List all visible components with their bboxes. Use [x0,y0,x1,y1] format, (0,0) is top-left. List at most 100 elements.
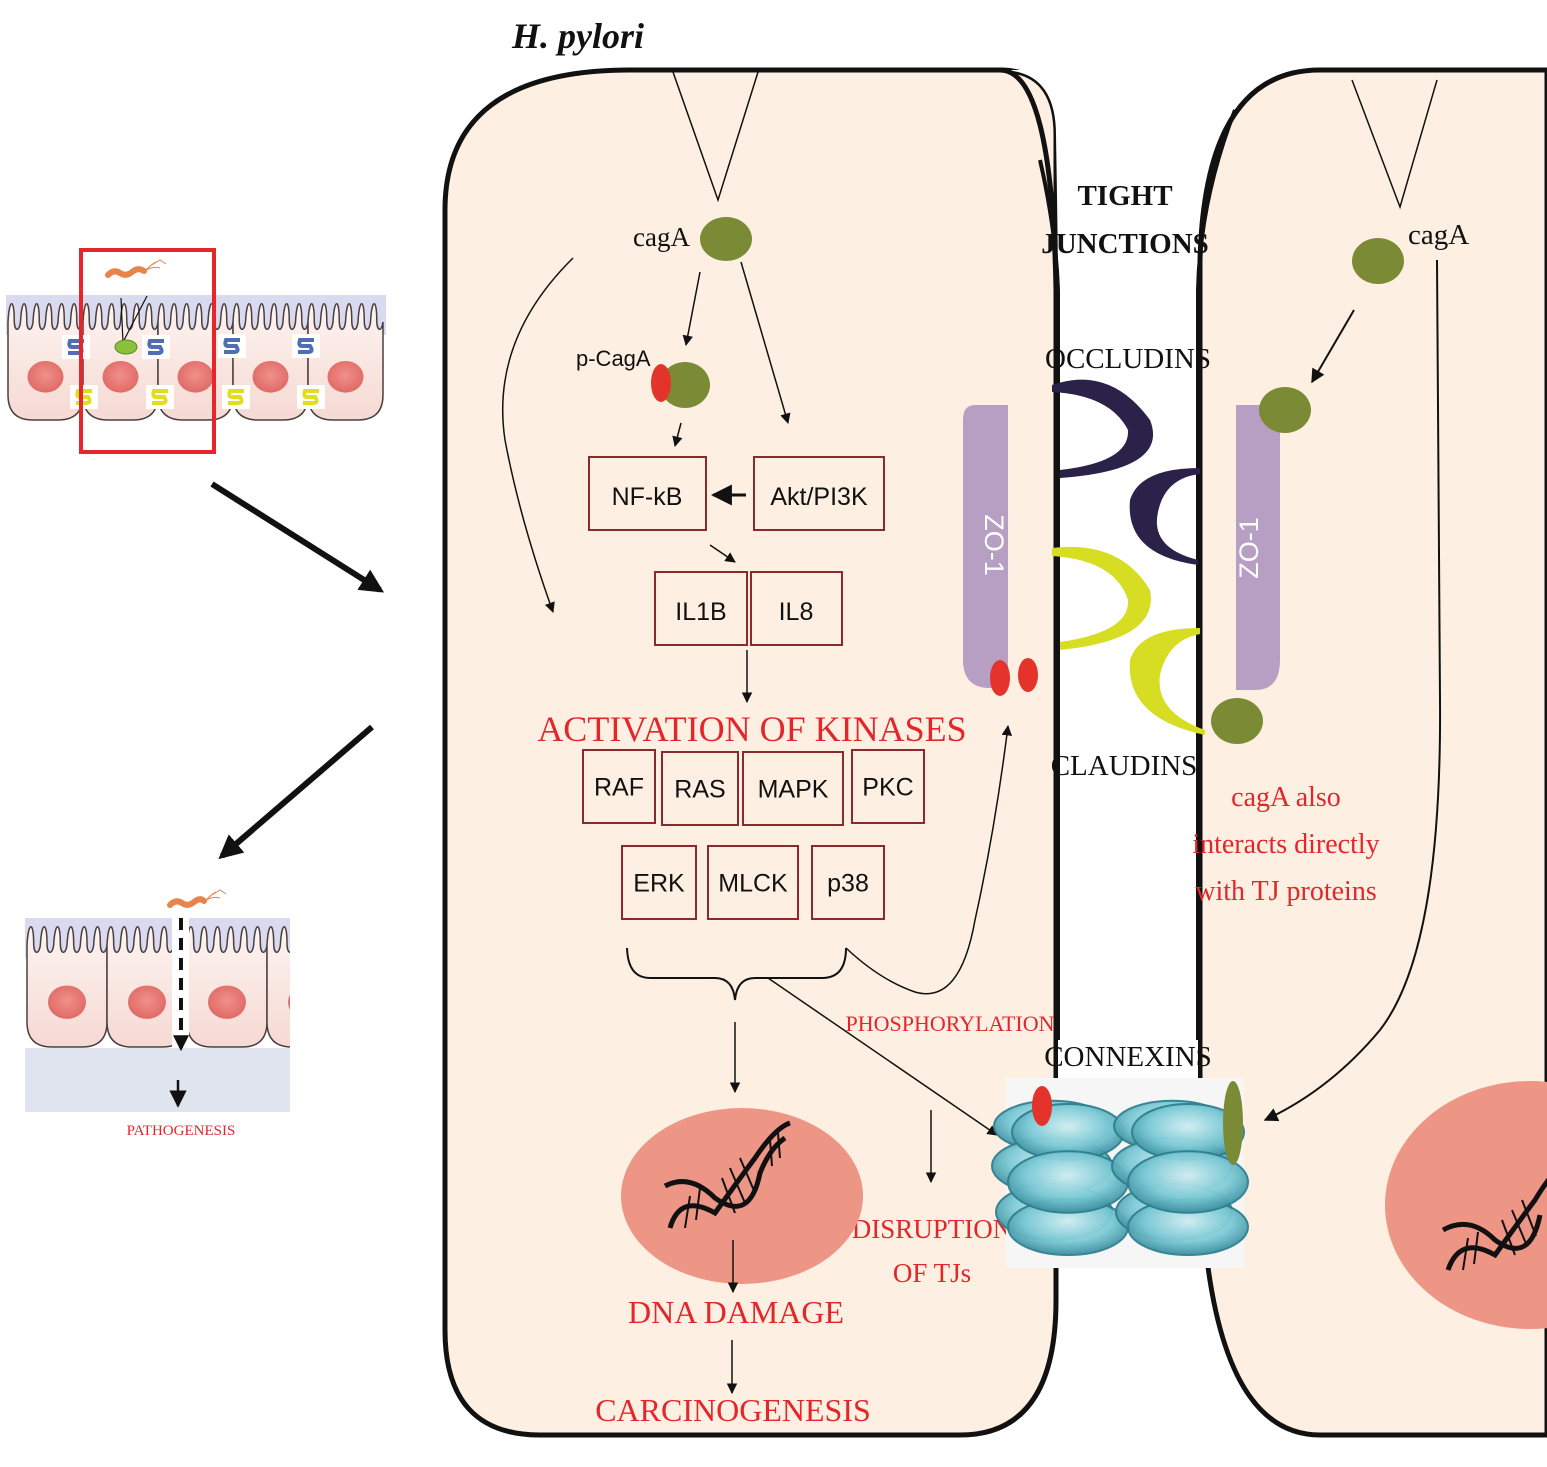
carcinogenesis-label: CARCINOGENESIS [595,1392,871,1428]
diagram-title: H. pylori [511,16,644,56]
submucosa-band [25,1048,290,1112]
right-note-line2: interacts directly [1192,829,1379,860]
disrupted-epithelium-illustration [25,918,290,1112]
arrow-to-zo1-phosphorylation [845,724,1013,995]
arrow-cagA-to-pcagA [682,271,701,347]
kinase-label: p38 [827,870,869,898]
arrow-nfkb-to-il [709,544,736,563]
dna-helix-icon [1441,1177,1547,1271]
tight-junctions-title-line1: TIGHT [1077,180,1172,212]
pcagA-label: p-CagA [576,346,651,371]
secretion-system-icon [1351,79,1438,210]
nfkb-label: NF-kB [612,483,683,511]
connexin-channel-1 [991,1099,1129,1256]
tight-junctions-title-line2: JUNCTIONS [1041,228,1209,260]
zo1-right-label: ZO-1 [1234,517,1264,579]
arrow-to-cell-detail [210,481,385,593]
phosphate-group-icon [1018,658,1038,692]
phosphate-group-icon [990,660,1010,696]
highlight-box [79,248,216,454]
epithelial-cell [232,303,309,421]
disruption-label-line2: OF TJs [893,1258,971,1288]
bacterium-icon [165,885,235,910]
cell-nucleus [252,360,289,393]
cell-nucleus [128,985,166,1019]
dna-damage-label: DNA DAMAGE [628,1294,844,1330]
epithelial-cell [266,926,290,1048]
right-note-line1: cagA also [1231,782,1341,813]
kinase-row-2: ERK MLCK p38 [621,845,885,920]
disruption-label-line1: DISRUPTION [852,1214,1013,1244]
akt-box: Akt/PI3K [753,456,885,531]
zo1-left-label: ZO-1 [979,514,1009,576]
bacterium-icon [105,258,173,284]
secretion-system-icon [672,71,759,203]
arrow-pcagA-to-nfkb [672,422,683,448]
occludins-label: OCCLUDINS [1045,343,1211,375]
il8-box: IL8 [750,571,843,646]
kinase-row-1: RAF RAS MAPK PKC [582,749,925,826]
kinases-brace [626,947,847,1001]
cell-nucleus [327,360,364,393]
occludin-marker [223,338,240,354]
kinase-label: ERK [633,870,685,898]
occludin-proteins [1052,379,1200,565]
kinase-label: MAPK [758,776,829,804]
arrow-to-connexins [767,977,998,1136]
il8-label: IL8 [779,598,814,626]
phosphate-group-icon [651,364,671,402]
connexin-channels [991,1078,1249,1268]
occludin-marker [147,339,164,355]
arrow-to-pathogenesis [218,724,374,860]
activation-of-kinases-label: ACTIVATION OF KINASES [537,709,966,749]
arrow-cagA-curved [501,257,574,613]
kinase-box-p38: p38 [811,845,885,920]
epithelial-cell [307,303,384,421]
epithelial-cell [106,926,188,1048]
injection-line [120,297,124,344]
nfkb-box: NF-kB [588,456,707,531]
pathogenesis-label: PATHOGENESIS [127,1123,236,1139]
kinase-box-raf: RAF [582,749,656,824]
arrow-cagA-to-akt [740,261,791,425]
kinase-label: RAF [594,774,644,802]
right-cagA-protein-icon [1352,238,1404,284]
arrow-cagA-to-zo1 [1311,309,1355,384]
cagA-injected-icon [114,339,138,355]
kinase-box-mapk: MAPK [742,751,844,826]
kinase-box-erk: ERK [621,845,697,920]
pcagA-protein-icon [660,362,710,408]
injection-line [122,295,148,343]
kinase-label: MLCK [718,870,788,898]
kinase-box-pkc: PKC [851,749,925,824]
cell-nucleus [288,994,290,1010]
right-note-line3: with TJ proteins [1195,876,1376,907]
zo1-right: ZO-1 [1234,405,1280,690]
claudin-marker [75,389,92,405]
akt-label: Akt/PI3K [770,483,868,511]
cell-nucleus [208,985,246,1019]
claudin-marker [227,389,244,405]
phosphorylation-label: PHOSPHORYLATION [845,1011,1054,1036]
cell-nucleus [177,360,214,393]
arrow-cagA-to-connexin [1263,259,1442,1122]
claudin-proteins [1052,546,1205,735]
cagA-bound-claudin-icon [1211,698,1263,744]
kinase-label: PKC [862,774,913,802]
cell-nucleus [48,985,86,1019]
il1b-box: IL1B [654,571,748,646]
cell-nucleus [27,360,64,393]
epithelial-cell [186,926,268,1048]
cell-nucleus [102,360,139,393]
phosphate-group-icon [1032,1086,1052,1126]
claudin-marker [302,389,319,405]
cagA-bound-connexin-icon [1223,1081,1243,1165]
il1b-label: IL1B [675,598,726,626]
claudin-marker [151,389,168,405]
kinase-box-ras: RAS [661,751,739,826]
nucleus-right [1385,1081,1547,1329]
connexin-channel-2 [1111,1099,1249,1256]
dna-helix-icon [663,1120,791,1229]
kinase-label: RAS [674,776,725,804]
